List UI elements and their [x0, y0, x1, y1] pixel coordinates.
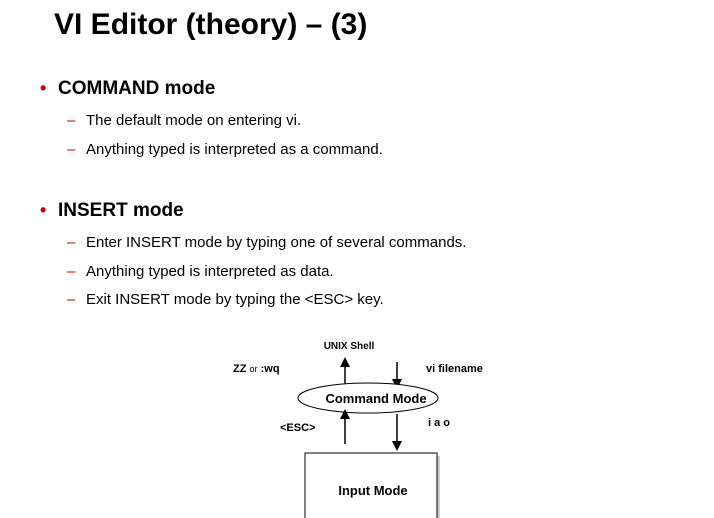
sub-item: –The default mode on entering vi. — [67, 111, 301, 131]
input-mode-box — [304, 452, 438, 518]
bullet-marker: • — [40, 200, 47, 220]
bullet-insert-mode: • INSERT mode — [40, 198, 184, 223]
dash-marker: – — [67, 263, 76, 280]
insert-keys-label: i a o — [428, 417, 450, 429]
sub-item-text: Anything typed is interpreted as data. — [86, 263, 334, 280]
sub-item-text: The default mode on entering vi. — [86, 112, 302, 129]
exit-command-zz: ZZ — [233, 363, 247, 375]
esc-label: <ESC> — [280, 422, 315, 434]
sub-item: –Anything typed is interpreted as data. — [67, 262, 334, 282]
slide-title: VI Editor (theory) – (3) — [54, 8, 368, 41]
bullet-heading: INSERT mode — [58, 200, 184, 221]
command-mode-ellipse — [297, 382, 439, 414]
input-mode-label: Input Mode — [338, 483, 407, 498]
exit-command-or: or — [250, 364, 258, 374]
bullet-command-mode: • COMMAND mode — [40, 76, 215, 101]
sub-item: –Exit INSERT mode by typing the <ESC> ke… — [67, 290, 384, 310]
dash-marker: – — [67, 141, 76, 158]
sub-item: –Enter INSERT mode by typing one of seve… — [67, 233, 466, 253]
sub-item-text: Exit INSERT mode by typing the <ESC> key… — [86, 291, 384, 308]
enter-command-label: vi filename — [426, 363, 483, 375]
dash-marker: – — [67, 234, 76, 251]
command-mode-label: Command Mode — [325, 391, 426, 406]
exit-command-label: ZZ or :wq — [233, 363, 280, 375]
dash-marker: – — [67, 112, 76, 129]
sub-item: –Anything typed is interpreted as a comm… — [67, 140, 383, 160]
sub-item-text: Anything typed is interpreted as a comma… — [86, 141, 383, 158]
unix-shell-label: UNIX Shell — [324, 341, 375, 352]
exit-command-wq: :wq — [261, 363, 280, 375]
bullet-heading: COMMAND mode — [58, 78, 216, 99]
bullet-marker: • — [40, 78, 47, 98]
sub-item-text: Enter INSERT mode by typing one of sever… — [86, 234, 467, 251]
dash-marker: – — [67, 291, 76, 308]
